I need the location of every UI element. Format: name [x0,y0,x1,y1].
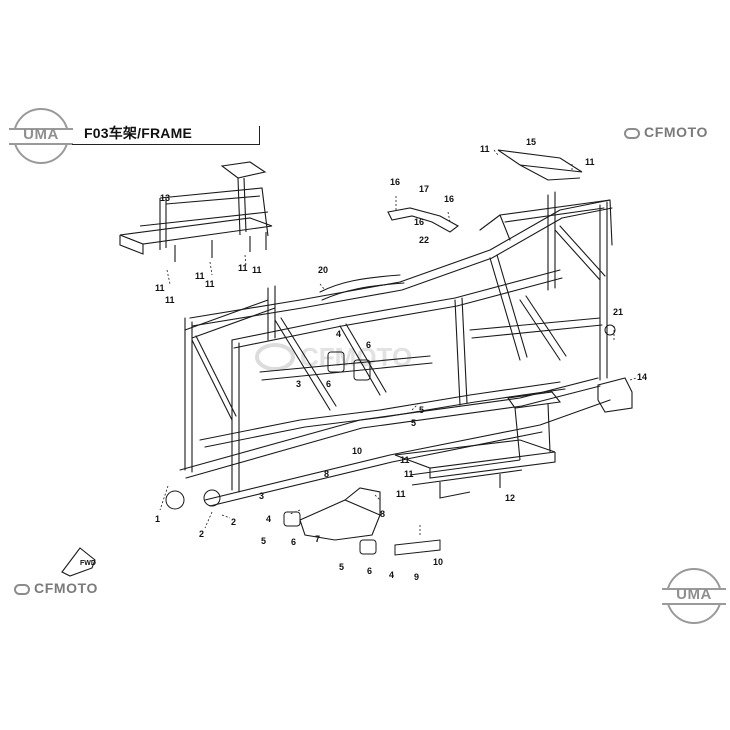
brand-bottom-left: CFMOTO [14,580,98,596]
callout-8: 8 [380,509,386,519]
uma-logo-text: UMA [23,126,59,143]
callout-11: 11 [205,279,215,289]
callout-15: 15 [526,137,537,147]
callout-5: 5 [339,562,345,572]
leader-lines [159,149,637,535]
rear-rack-12 [394,391,562,499]
callout-9: 9 [414,572,420,582]
callout-14: 14 [637,372,648,382]
callout-1: 1 [155,514,161,524]
fwd-arrow: FWD [61,547,96,577]
watermark-text: CFMOTO [300,342,412,372]
frame-lines [179,191,613,507]
callout-11: 11 [404,469,414,479]
callout-16: 16 [390,177,401,187]
callout-3: 3 [259,491,265,501]
callout-11: 11 [155,283,165,293]
brand-top-right: CFMOTO [624,124,708,140]
callout-4: 4 [389,570,395,580]
title-rule-end [259,126,260,145]
callout-11: 11 [400,455,410,465]
page-title: F03车架/FRAME [84,125,192,141]
uma-logo-text: UMA [676,586,712,603]
front-rack-13 [119,161,273,262]
callout-5: 5 [411,418,417,428]
callout-11: 11 [165,295,175,305]
callout-5: 5 [261,536,267,546]
callout-16: 16 [444,194,455,204]
callout-6: 6 [291,537,297,547]
rear-crossbar-15 [497,149,583,181]
callout-16: 16 [414,217,425,227]
callout-6: 6 [326,379,332,389]
callout-7: 7 [315,534,321,544]
callout-12: 12 [505,493,516,503]
bushings [165,324,616,556]
callout-5: 5 [419,405,425,415]
callout-11: 11 [585,157,595,167]
title-underline [72,144,260,145]
callout-20: 20 [318,265,329,275]
callout-11: 11 [238,263,248,273]
callout-22: 22 [419,235,430,245]
callout-2: 2 [199,529,205,539]
callout-11: 11 [480,144,490,154]
cfmoto-logo-icon [14,584,30,595]
cfmoto-logo-icon [624,128,640,139]
swingarm-7 [299,487,381,541]
fwd-label: FWD [80,560,96,567]
callout-17: 17 [419,184,430,194]
callout-2: 2 [231,517,237,527]
callout-3: 3 [296,379,302,389]
callout-8: 8 [324,469,330,479]
callout-10: 10 [352,446,363,456]
callout-13: 13 [160,193,171,203]
uma-logo-bottom-right: UMA [662,568,726,624]
callout-11: 11 [396,489,406,499]
callout-6: 6 [366,340,372,350]
uma-logo-top-left: UMA [9,108,73,164]
callout-21: 21 [613,307,624,317]
callout-4: 4 [266,514,272,524]
bracket-17 [387,207,460,233]
callout-11: 11 [252,265,262,275]
callout-6: 6 [367,566,373,576]
mount-14 [597,377,633,413]
callout-10: 10 [433,557,444,567]
callout-4: 4 [336,329,342,339]
callout-11: 11 [195,271,205,281]
